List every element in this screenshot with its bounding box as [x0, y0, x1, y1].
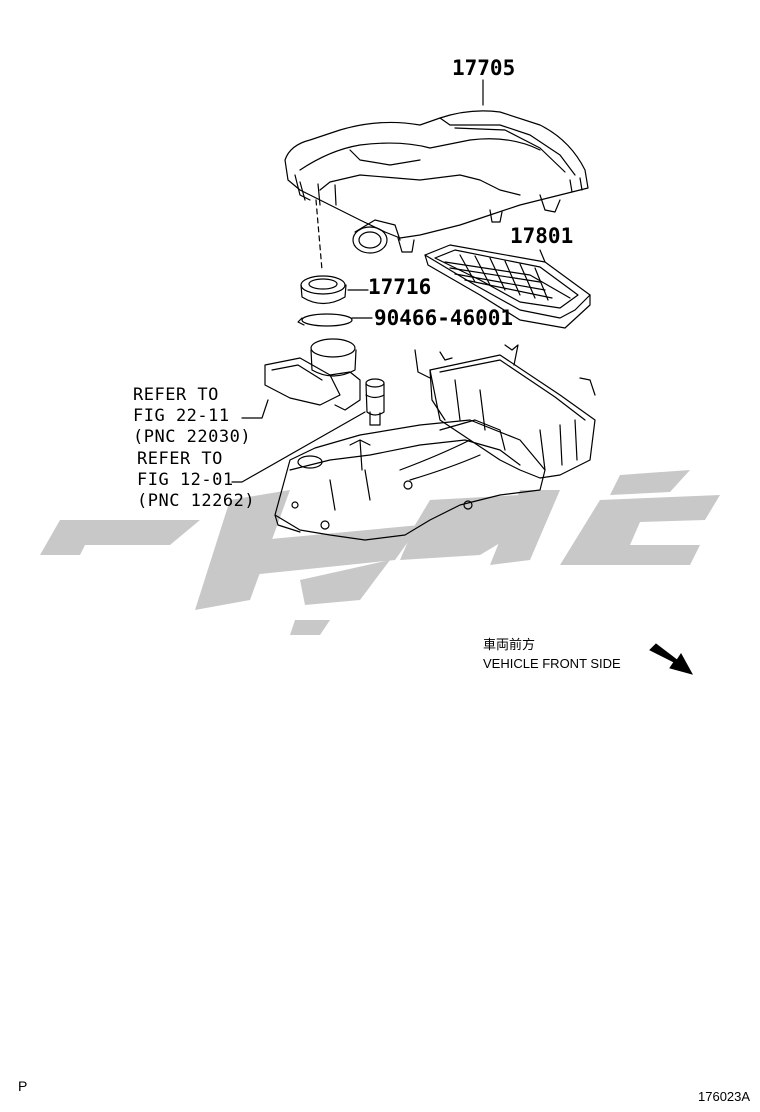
line-art — [231, 79, 596, 541]
reference-2-line2[interactable]: FIG 12-01 — [137, 470, 234, 490]
alignment-dashed-line — [315, 199, 323, 271]
orientation-japanese: 車両前方 — [483, 637, 536, 652]
air-cleaner-cap-drawing — [284, 79, 589, 254]
vehicle-front-arrow-icon — [649, 643, 694, 675]
part-number-17705[interactable]: 17705 — [452, 56, 516, 80]
watermark-logo — [40, 470, 720, 635]
part-number-17801[interactable]: 17801 — [510, 224, 574, 248]
air-filter-element-drawing — [424, 244, 591, 329]
reference-2-line1: REFER TO — [137, 449, 223, 469]
reference-leader-2 — [231, 411, 366, 483]
reference-1-line3: (PNC 22030) — [133, 427, 252, 447]
part-number-17716[interactable]: 17716 — [368, 275, 432, 299]
air-cleaner-case-drawing — [274, 344, 596, 541]
reference-1-line1: REFER TO — [133, 385, 219, 405]
figure-code: 176023A — [698, 1089, 751, 1104]
orientation-english: VEHICLE FRONT SIDE — [483, 656, 621, 671]
corner-mark-left: P — [18, 1078, 28, 1094]
reference-1-line2[interactable]: FIG 22-11 — [133, 406, 230, 426]
clip-drawing — [297, 313, 373, 327]
reference-2-line3: (PNC 12262) — [137, 491, 256, 511]
reference-leader-1 — [241, 399, 269, 419]
throttle-body-drawing — [264, 338, 385, 426]
hose-seal-drawing — [300, 275, 369, 305]
part-number-90466-46001[interactable]: 90466-46001 — [374, 306, 514, 330]
